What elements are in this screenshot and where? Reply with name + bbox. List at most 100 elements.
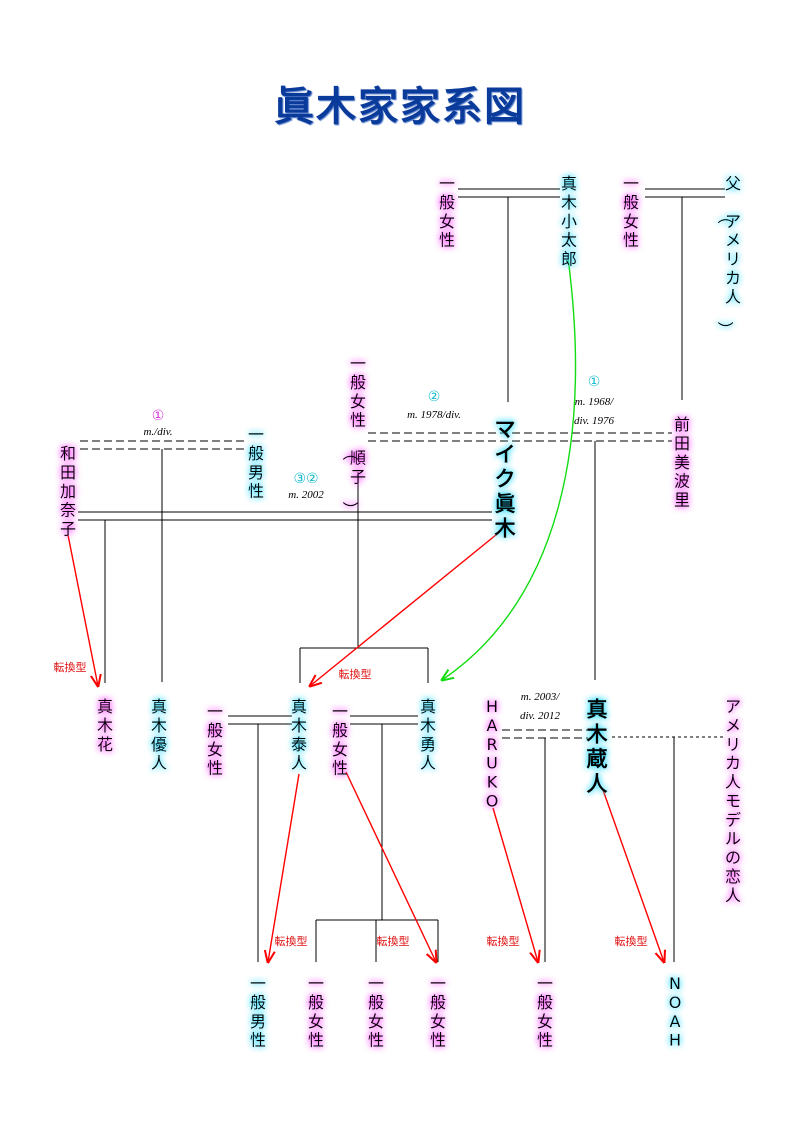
person-maki-kurando: 真木蔵人 (586, 697, 609, 795)
person-name-char: 木 (97, 716, 113, 735)
person-name-char: 般 (332, 721, 348, 740)
person-name-char: 般 (207, 721, 223, 740)
person-name-char: 真 (291, 697, 307, 716)
person-name-char: A (670, 1012, 681, 1031)
person-name-char: H (669, 1031, 681, 1050)
person-name-char: 女 (350, 392, 366, 411)
person-name-char: ア (725, 212, 741, 231)
person-american-model: アメリカ人モデルの恋人 (725, 697, 741, 905)
person-name-char: A (487, 716, 498, 735)
persons: 一般女性 真木小太郎 一般女性 父（アメリカ人） 一般女性（順子） マイク眞木 … (60, 174, 741, 1050)
person-general-man: 一般男性 (250, 974, 266, 1050)
person-maki-yuto: 真木優人 (151, 697, 167, 773)
person-name-char: K (487, 773, 498, 792)
person-name-char: 郎 (561, 250, 577, 269)
person-name-char: 性 (537, 1031, 553, 1050)
person-name-char: 真 (420, 697, 436, 716)
convert-label-yuto2-child: 転換型 (377, 934, 410, 948)
person-name-char: O (669, 993, 682, 1012)
person-name-char: 性 (308, 1031, 324, 1050)
person-name-char: 奈 (60, 501, 76, 520)
person-name-char: デ (725, 810, 741, 829)
person-name-char: 般 (368, 993, 384, 1012)
person-name-char: 一 (439, 174, 455, 193)
person-name-char: 蔵 (587, 747, 608, 771)
marriage-note-mike-wada: m. 2002 (288, 489, 324, 501)
person-name-char: 木 (561, 193, 577, 212)
annotations: ① m./div. ② m. 1978/div. ① m. 1968/ div.… (54, 374, 648, 948)
person-name-char: ル (725, 829, 741, 848)
person-name-char: 順 (350, 448, 366, 467)
marriage-note-maeda-1: m. 1968/ (575, 396, 614, 408)
person-name-char: 男 (250, 1012, 266, 1031)
connector-lines (78, 188, 725, 962)
page-title: 眞木家家系図 (274, 83, 526, 130)
person-name-char: 一 (537, 974, 553, 993)
person-general-woman: 一般女性 (439, 174, 455, 250)
person-general-woman: 一般女性 (537, 974, 553, 1050)
person-name-char: 加 (60, 482, 76, 501)
person-name-char: 真 (587, 697, 608, 721)
person-name-char: ） (340, 501, 359, 517)
person-name-char: 性 (332, 759, 348, 778)
person-name-char: 人 (725, 773, 741, 792)
person-name-char: 木 (420, 716, 436, 735)
person-name-char: 女 (537, 1012, 553, 1031)
person-name-char: 小 (561, 212, 577, 231)
arrows (67, 257, 664, 962)
marriage-note-haruko-1: m. 2003/ (521, 691, 560, 703)
red-arrow-kurando-noah (602, 789, 664, 962)
person-general-woman-junko: 一般女性（順子） (340, 354, 366, 517)
person-name-char: H (486, 697, 498, 716)
person-name-char: 般 (308, 993, 324, 1012)
person-name-char: マ (495, 417, 516, 441)
marriage-order-wada: ① (152, 408, 165, 424)
person-wada-kanako: 和田加奈子 (60, 444, 76, 539)
person-name-char: 女 (207, 740, 223, 759)
person-name-char: カ (725, 754, 741, 773)
red-arrow-mike-taito (310, 529, 503, 686)
person-mike-maki: マイク眞木 (494, 417, 517, 540)
person-name-char: メ (725, 716, 741, 735)
person-maki-taito: 真木泰人 (291, 697, 307, 773)
person-name-char: 父 (725, 174, 741, 193)
convert-label-taito-child: 転換型 (275, 934, 308, 948)
person-name-char: 女 (623, 212, 639, 231)
person-name-char: 優 (151, 735, 167, 754)
person-name-char: 女 (368, 1012, 384, 1031)
person-general-woman: 一般女性 (308, 974, 324, 1050)
person-general-woman: 一般女性 (430, 974, 446, 1050)
person-name-char: 一 (250, 974, 266, 993)
person-name-char: カ (725, 268, 741, 287)
person-name-char: 田 (674, 434, 690, 453)
person-maki-hana: 真木花 (97, 697, 113, 754)
person-name-char: 性 (207, 759, 223, 778)
person-father-american: 父（アメリカ人） (715, 174, 741, 337)
person-name-char: 般 (350, 373, 366, 392)
person-name-char: 性 (368, 1031, 384, 1050)
person-name-char: 一 (248, 425, 264, 444)
person-name-char: メ (725, 231, 741, 250)
red-arrow-haruko-child (492, 807, 538, 962)
person-name-char: 真 (561, 174, 577, 193)
person-name-char: 木 (151, 716, 167, 735)
marriage-note-wada: m./div. (143, 426, 172, 438)
marriage-order-mike-wada: ③② (293, 471, 318, 487)
person-name-char: 一 (207, 702, 223, 721)
person-name-char: （ (715, 208, 734, 224)
red-arrow-wada-hana (67, 534, 98, 686)
person-name-char: 泰 (291, 735, 307, 754)
person-maki-yuto2: 真木勇人 (420, 697, 436, 773)
person-name-char: 前 (674, 415, 690, 434)
person-name-char: 般 (248, 444, 264, 463)
person-name-char: 一 (368, 974, 384, 993)
person-name-char: 人 (725, 886, 741, 905)
person-name-char: イ (495, 442, 516, 466)
person-name-char: 性 (439, 231, 455, 250)
person-general-woman: 一般女性 (623, 174, 639, 250)
person-name-char: 般 (623, 193, 639, 212)
person-name-char: 性 (350, 411, 366, 430)
person-name-char: 般 (250, 993, 266, 1012)
